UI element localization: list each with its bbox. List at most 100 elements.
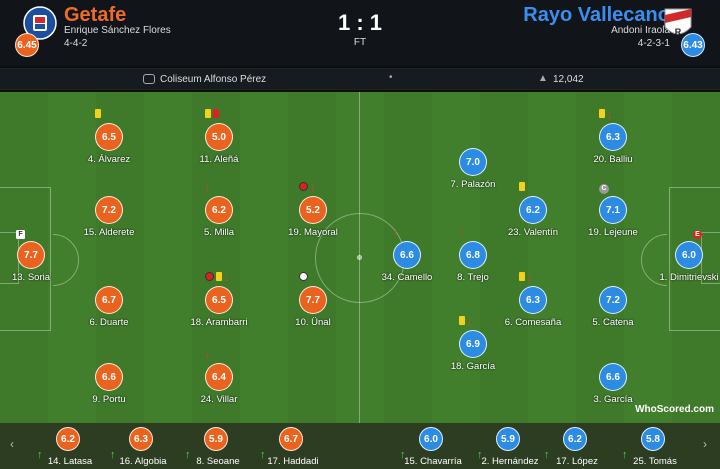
match-score: 1 : 1 bbox=[337, 10, 383, 35]
substitute-name: 15. Chavarría bbox=[404, 456, 462, 467]
away-player[interactable]: ↓ 6.3 20. Balliu bbox=[573, 109, 653, 183]
player-rating: 6.8 bbox=[459, 241, 487, 269]
home-substitute[interactable]: 6.3↑16. Algobia bbox=[88, 427, 198, 469]
player-name: 15. Alderete bbox=[83, 227, 135, 238]
player-name: 5. Catena bbox=[592, 317, 634, 328]
sub-in-icon: ↑ bbox=[622, 449, 628, 461]
away-substitute[interactable]: 6.2 ↑ 17. López bbox=[522, 427, 632, 469]
player-events: ↓ bbox=[459, 316, 499, 328]
player-events: ↓ bbox=[599, 109, 639, 121]
substitute-name: 17. Haddadi bbox=[267, 456, 319, 467]
player-name: 18. García bbox=[450, 361, 496, 372]
whoscored-watermark: WhoScored.com bbox=[635, 404, 714, 415]
away-substitute[interactable]: 6.0↑15. Chavarría bbox=[378, 427, 488, 469]
home-substitute[interactable]: 5.9↑8. Seoane bbox=[163, 427, 273, 469]
home-player[interactable]: 6.7 6. Duarte bbox=[69, 286, 149, 346]
match-info-bar: Coliseum Alfonso Pérez • ▲ 12,042 bbox=[0, 68, 720, 90]
away-team-name[interactable]: Rayo Vallecano bbox=[523, 4, 670, 26]
player-rating: 6.5 bbox=[95, 123, 123, 151]
own-goal-icon bbox=[299, 182, 308, 191]
substitute-name: 17. López bbox=[556, 456, 598, 467]
player-rating: 6.3 bbox=[599, 123, 627, 151]
away-substitute[interactable]: 5.9↑2. Hernández bbox=[455, 427, 565, 469]
player-name: 13. Soria bbox=[11, 272, 51, 283]
sub-in-icon: ↑ bbox=[400, 449, 406, 461]
player-events bbox=[95, 349, 135, 361]
player-rating: 6.0 bbox=[675, 241, 703, 269]
player-name: 1. Dimitrievski bbox=[659, 272, 719, 283]
away-coach: Andoni Iraola bbox=[611, 25, 670, 36]
player-events: ↓ bbox=[205, 182, 245, 194]
substitute-rating: 5.8 bbox=[641, 427, 665, 451]
player-events: ↓ bbox=[205, 349, 245, 361]
sub-in-icon: ↑ bbox=[544, 449, 550, 461]
substitute-rating: 6.2 bbox=[563, 427, 587, 451]
yellow-card-icon bbox=[95, 109, 101, 118]
player-rating: 6.4 bbox=[205, 363, 233, 391]
scroll-right-button[interactable]: › bbox=[703, 437, 707, 451]
player-name: 6. Comesaña bbox=[504, 317, 562, 328]
player-events bbox=[599, 272, 639, 284]
player-rating: 6.7 bbox=[95, 286, 123, 314]
substitute-rating: 5.9 bbox=[204, 427, 228, 451]
player-name: 11. Aleñá bbox=[199, 154, 239, 165]
substitute-name: 16. Algobia bbox=[119, 456, 167, 467]
home-substitute[interactable]: 6.7↑17. Haddadi bbox=[238, 427, 348, 469]
away-team-rating: 6.43 bbox=[681, 33, 705, 57]
home-formation: 4-4-2 bbox=[64, 38, 88, 49]
player-name: 6. Duarte bbox=[89, 317, 129, 328]
away-formation: 4-2-3-1 bbox=[637, 38, 670, 49]
player-name: 18. Arambarri bbox=[190, 317, 248, 328]
yellow-card-icon bbox=[519, 272, 525, 281]
player-name: 7. Palazón bbox=[450, 179, 496, 190]
svg-text:R: R bbox=[675, 27, 682, 37]
away-substitute[interactable]: 5.8↑25. Tomás bbox=[600, 427, 710, 469]
away-player[interactable]: 6.0 1. Dimitrievski bbox=[649, 241, 720, 301]
home-coach: Enrique Sánchez Flores bbox=[64, 25, 171, 36]
match-status: FT bbox=[353, 37, 367, 48]
scroll-left-button[interactable]: ‹ bbox=[10, 437, 14, 451]
player-rating: 7.1 bbox=[599, 196, 627, 224]
home-team-rating: 6.45 bbox=[15, 33, 39, 57]
home-team-name[interactable]: Getafe bbox=[64, 4, 127, 26]
player-rating: 6.6 bbox=[95, 363, 123, 391]
player-name: 19. Lejeune bbox=[588, 227, 638, 238]
away-gk-marker-icon: E bbox=[693, 230, 702, 239]
sub-in-icon: ↑ bbox=[37, 449, 43, 461]
own-goal-icon bbox=[205, 272, 214, 281]
player-events bbox=[299, 272, 339, 284]
player-rating: 6.2 bbox=[519, 196, 547, 224]
player-name: 34. Camello bbox=[381, 272, 433, 283]
player-name: 19. Mayoral bbox=[288, 227, 338, 238]
stadium-icon bbox=[143, 74, 155, 84]
home-substitute[interactable]: 6.2↑14. Latasa bbox=[15, 427, 125, 469]
substitute-name: 8. Seoane bbox=[196, 456, 240, 467]
player-name: 5. Milla bbox=[203, 227, 235, 238]
sub-out-icon: ↓ bbox=[527, 272, 533, 284]
player-name: 20. Balliu bbox=[593, 154, 633, 165]
player-rating: 5.2 bbox=[299, 196, 327, 224]
yellow-card-icon bbox=[599, 109, 605, 118]
player-name: 3. García bbox=[593, 394, 633, 405]
rayo-vallecano-crest-icon: R bbox=[664, 8, 692, 37]
player-name: 8. Trejo bbox=[457, 272, 489, 283]
